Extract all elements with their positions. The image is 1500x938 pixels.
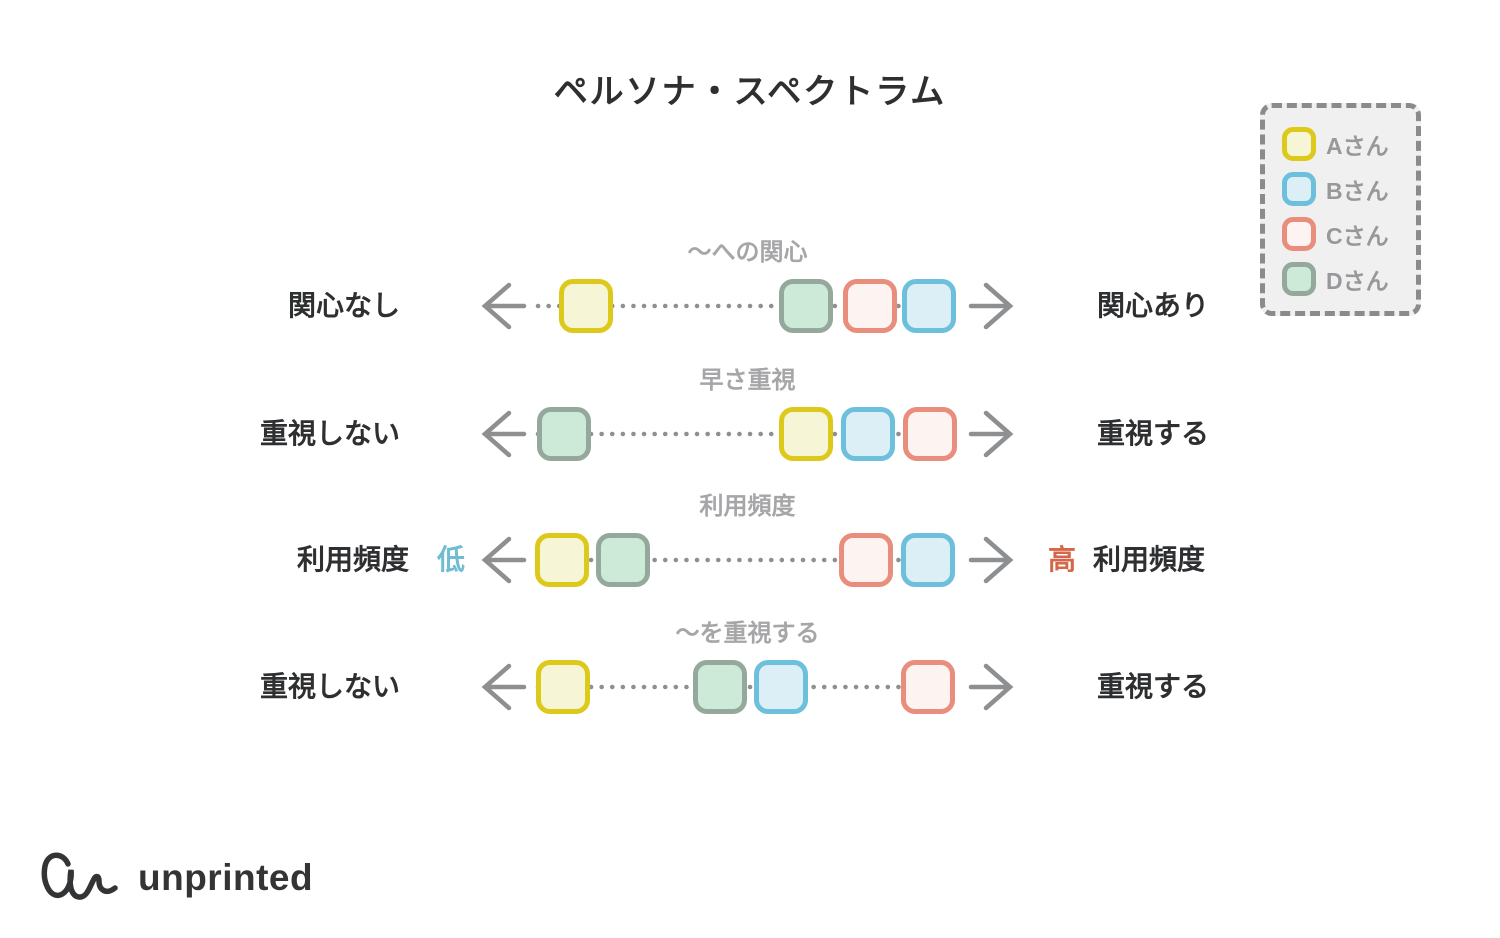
legend-item-b: Bさん (1282, 172, 1416, 206)
row-right-label: 重視する (1097, 671, 1210, 702)
marker-person-d (537, 407, 591, 461)
legend-item-a: Aさん (1282, 127, 1416, 161)
row-left-label: 利用頻度低 (296, 544, 465, 575)
person-a-swatch-icon (1282, 127, 1316, 161)
unprinted-wordmark: unprinted (138, 857, 314, 898)
legend-label: Dさん (1326, 268, 1389, 294)
row-topic: 〜への関心 (687, 239, 808, 266)
legend-label: Bさん (1326, 178, 1389, 204)
low-accent-label: 低 (436, 544, 465, 575)
row-left-label: 関心なし (287, 290, 400, 321)
marker-person-d (779, 279, 833, 333)
marker-person-c (839, 533, 893, 587)
marker-person-b (902, 279, 956, 333)
legend-label: Cさん (1326, 223, 1389, 249)
marker-person-a (559, 279, 613, 333)
page-title: ペルソナ・スペクトラム (553, 73, 947, 111)
row-left-label: 重視しない (259, 418, 400, 449)
marker-person-c (901, 660, 955, 714)
unprinted-logo: unprinted (38, 848, 313, 908)
marker-person-a (779, 407, 833, 461)
person-b-swatch-icon (1282, 172, 1316, 206)
legend-label: Aさん (1326, 133, 1389, 159)
legend-item-d: Dさん (1282, 262, 1416, 296)
marker-person-a (536, 660, 590, 714)
marker-person-a (535, 533, 589, 587)
marker-person-c (903, 407, 957, 461)
marker-person-c (843, 279, 897, 333)
spectrum-row-importance: 〜を重視する 重視しない 重視する (0, 607, 1500, 767)
row-right-label: 高利用頻度 (1048, 544, 1206, 575)
row-right-label: 関心あり (1097, 290, 1210, 321)
spectrum-row-speed: 早さ重視 重視しない 重視する (0, 354, 1500, 514)
row-topic: 利用頻度 (699, 493, 796, 520)
row-left-label: 重視しない (259, 671, 400, 702)
spectrum-row-frequency: 利用頻度 利用頻度低 高利用頻度 (0, 480, 1500, 640)
row-topic: 〜を重視する (675, 620, 820, 647)
marker-person-b (754, 660, 808, 714)
marker-person-b (841, 407, 895, 461)
spectrum-row-interest: 〜への関心 関心なし 関心あり (0, 226, 1500, 386)
spectrum-track (480, 607, 1015, 767)
spectrum-track (480, 480, 1015, 640)
legend-box: Aさん Bさん Cさん Dさん (1260, 103, 1421, 316)
marker-person-d (693, 660, 747, 714)
marker-person-d (596, 533, 650, 587)
high-accent-label: 高 (1048, 544, 1077, 575)
legend-item-c: Cさん (1282, 217, 1416, 251)
person-c-swatch-icon (1282, 217, 1316, 251)
spectrum-track (480, 354, 1015, 514)
spectrum-track (480, 226, 1015, 386)
row-topic: 早さ重視 (699, 367, 796, 394)
row-right-label: 重視する (1097, 418, 1210, 449)
unprinted-logo-icon (41, 852, 118, 900)
person-d-swatch-icon (1282, 262, 1316, 296)
marker-person-b (901, 533, 955, 587)
